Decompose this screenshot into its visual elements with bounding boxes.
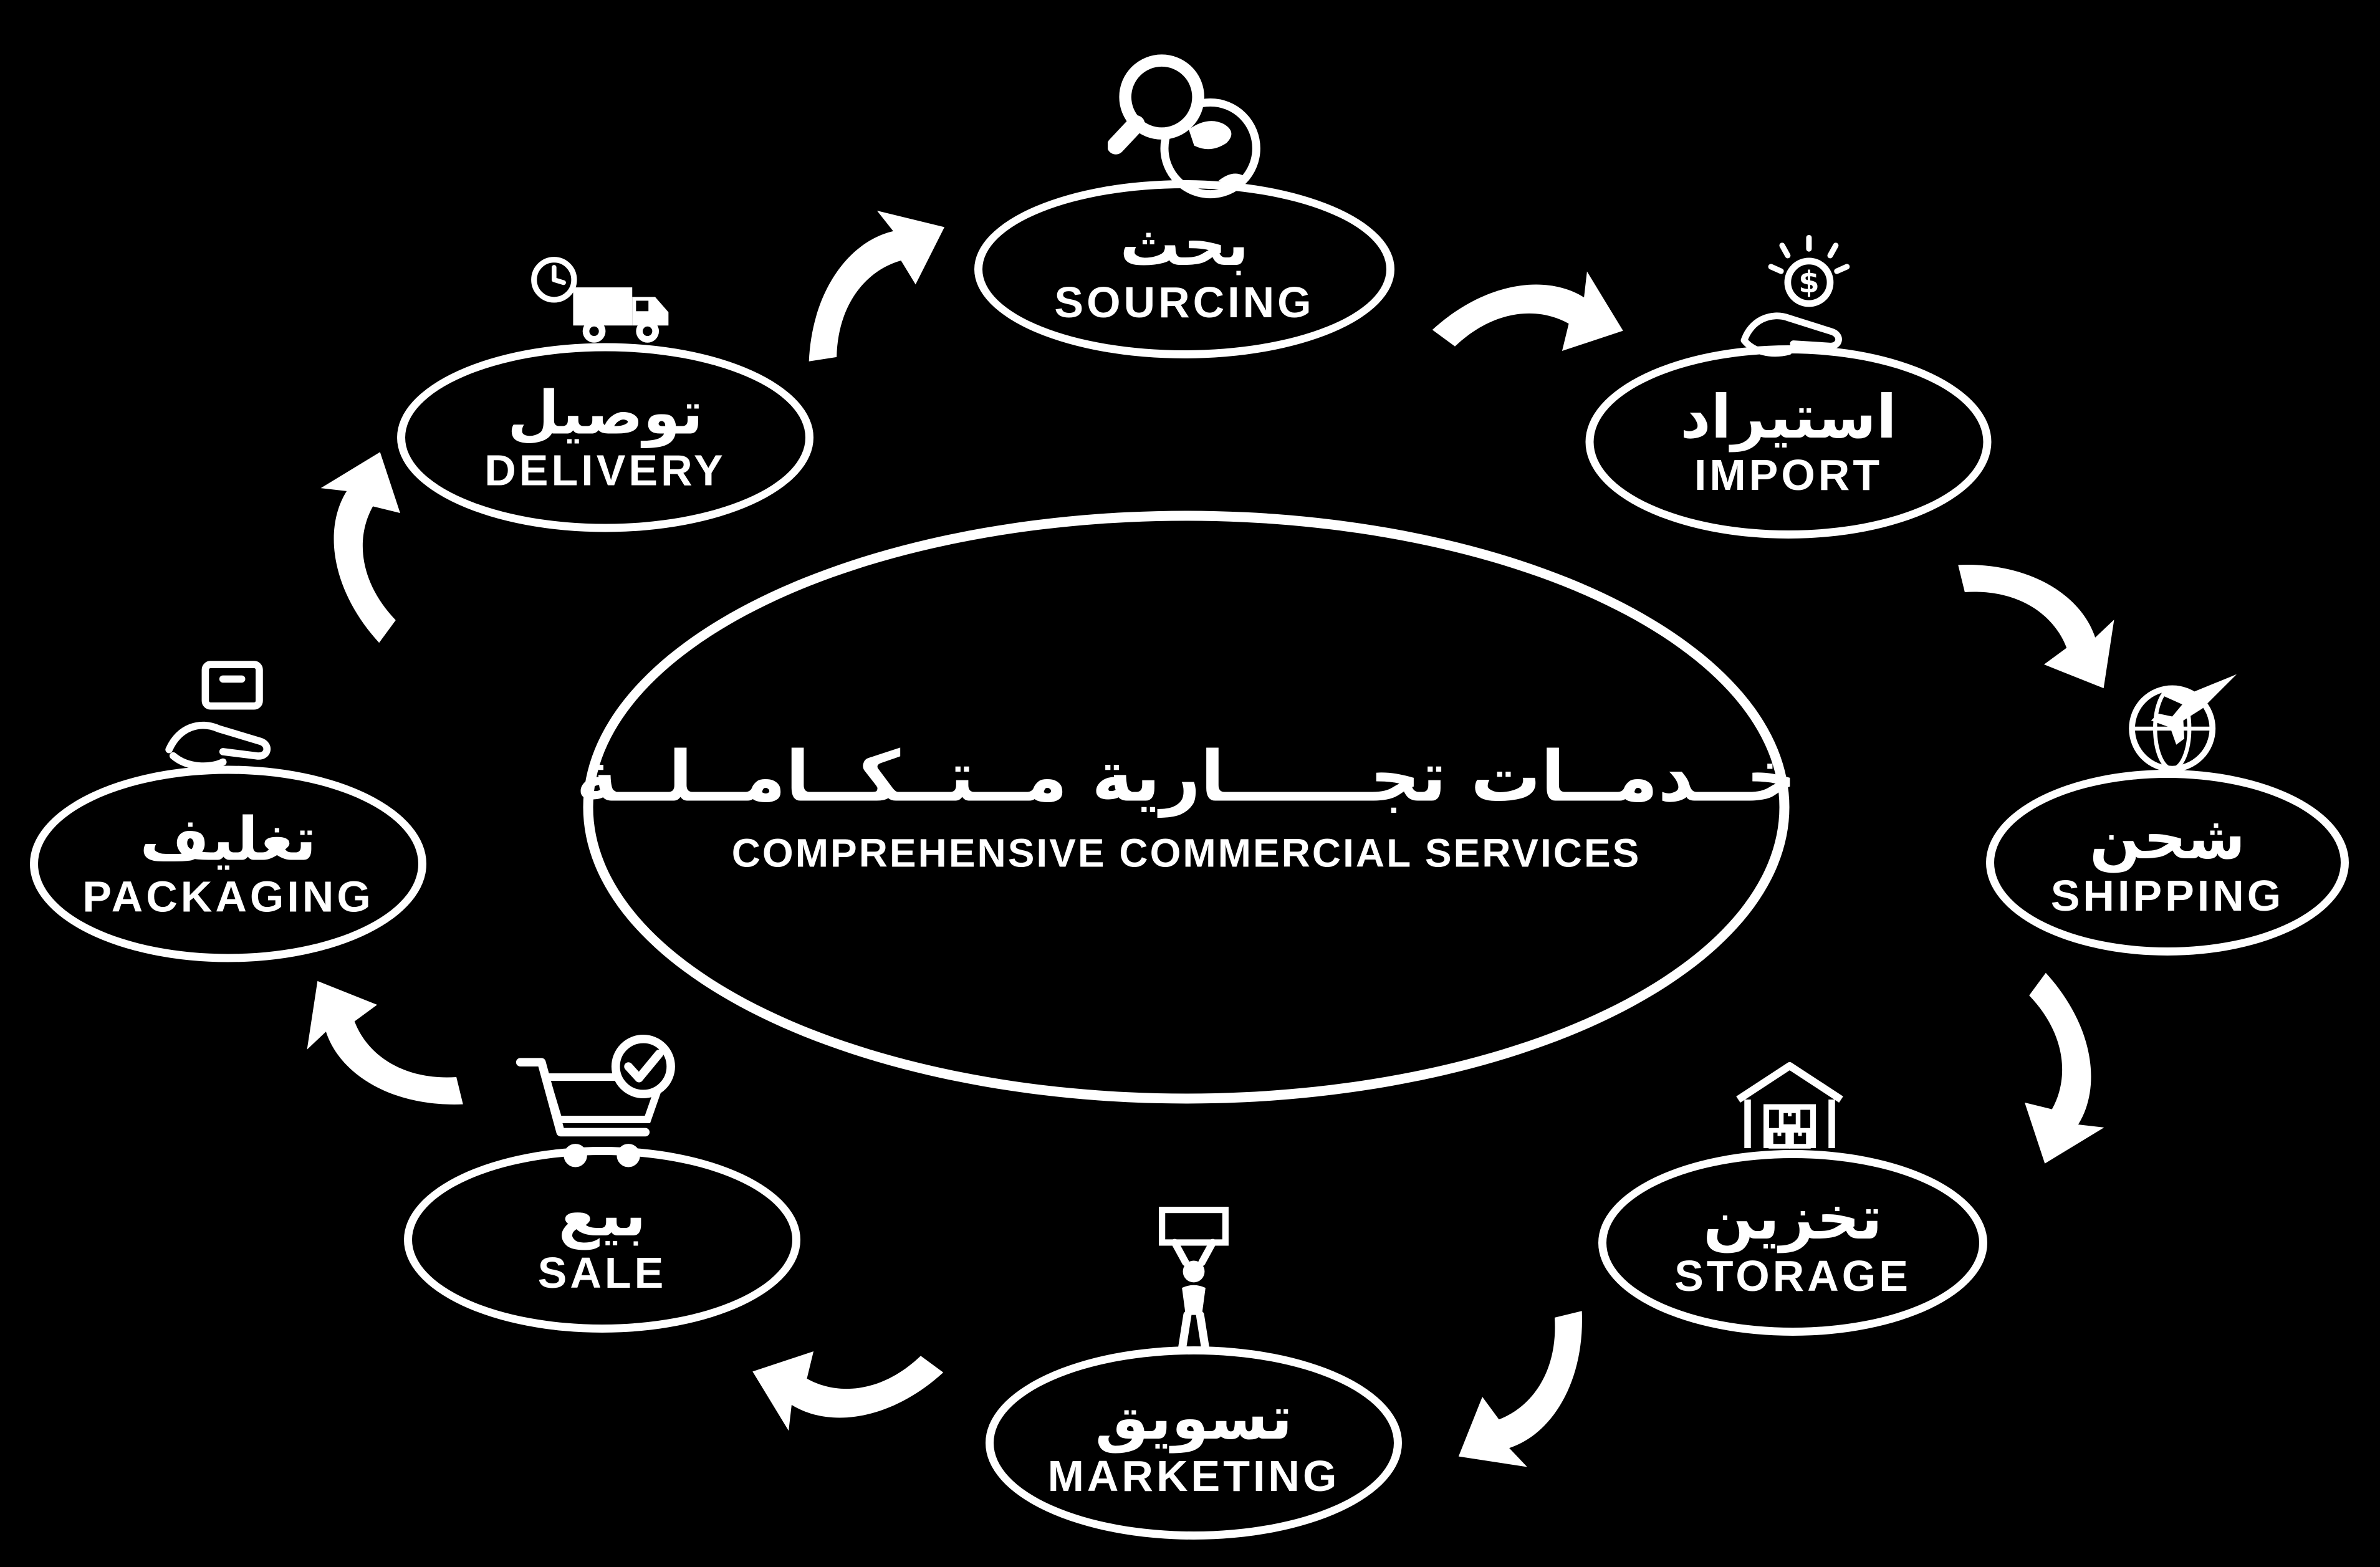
arrow-storage-to-marketing [1458, 1311, 1582, 1467]
sale-label-arabic: بيع [558, 1180, 646, 1250]
delivery-label-arabic: توصيل [507, 378, 703, 448]
arrow-sale-to-packaging [307, 980, 463, 1105]
shipping-label-english: SHIPPING [2050, 871, 2285, 920]
arrow-packaging-to-delivery [320, 452, 400, 643]
node-packaging: تغليف PACKAGING [30, 765, 426, 962]
globe-plane-icon [2114, 660, 2245, 781]
import-label-english: IMPORT [1694, 450, 1883, 499]
delivery-label-english: DELIVERY [484, 446, 726, 495]
cart-check-icon [514, 1035, 694, 1183]
center-title-arabic: خــدمــات تجــــــارية مــتــكــامــلــة [576, 736, 1797, 817]
hand-box-icon [159, 658, 304, 783]
node-shipping: شحن SHIPPING [1986, 770, 2349, 956]
warehouse-boxes-icon [1729, 1053, 1851, 1165]
center-ellipse: خــدمــات تجــــــارية مــتــكــامــلــة… [576, 510, 1797, 1104]
svg-text:$: $ [1798, 265, 1820, 300]
shipping-label-arabic: شحن [2090, 803, 2245, 873]
arrow-marketing-to-sale [752, 1351, 944, 1431]
arrow-shipping-to-storage [2025, 972, 2104, 1164]
storage-label-arabic: تخزين [1703, 1183, 1883, 1253]
arrow-sourcing-to-import [1432, 271, 1623, 351]
truck-clock-icon [527, 255, 689, 365]
node-delivery: توصيل DELIVERY [397, 343, 813, 532]
arrow-delivery-to-sourcing [809, 211, 945, 362]
hand-coin-icon: $ [1731, 231, 1865, 376]
import-label-arabic: استيراد [1680, 382, 1897, 453]
center-title-english: COMPREHENSIVE COMMERCIAL SERVICES [731, 830, 1641, 875]
marketing-label-english: MARKETING [1047, 1451, 1340, 1500]
packaging-label-english: PACKAGING [82, 872, 374, 921]
sourcing-label-english: SOURCING [1054, 277, 1315, 327]
arrow-import-to-shipping [1958, 565, 2114, 689]
node-marketing: تسويق MARKETING [986, 1346, 1402, 1540]
marketing-label-arabic: تسويق [1095, 1383, 1293, 1454]
search-globe-icon [1106, 51, 1270, 213]
storage-label-english: STORAGE [1674, 1251, 1911, 1300]
node-storage: تخزين STORAGE [1598, 1150, 1987, 1336]
person-sign-icon [1144, 1203, 1244, 1357]
sale-label-english: SALE [537, 1248, 667, 1297]
packaging-label-arabic: تغليف [140, 804, 317, 875]
sourcing-label-arabic: بحث [1120, 209, 1249, 280]
